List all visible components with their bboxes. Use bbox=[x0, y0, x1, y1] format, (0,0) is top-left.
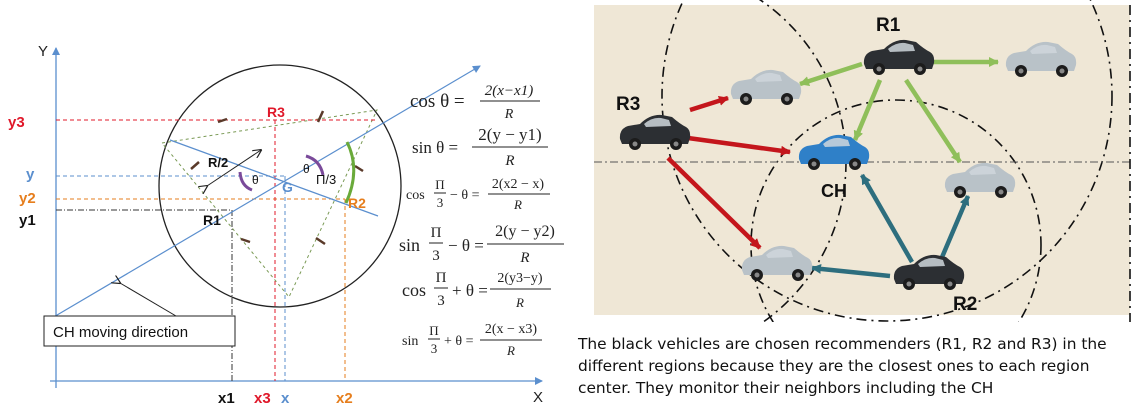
svg-text:R: R bbox=[513, 197, 522, 212]
formula-2: sin θ = 2(y − y1) R bbox=[412, 125, 548, 169]
formula-1: cos θ = 2(x−x1) R bbox=[410, 83, 540, 122]
r1-label: R1 bbox=[203, 212, 221, 228]
pi-third-arc bbox=[344, 141, 356, 204]
moving-direction-line bbox=[51, 65, 481, 319]
svg-text:R: R bbox=[515, 295, 524, 310]
svg-text:2(x − x3): 2(x − x3) bbox=[485, 322, 538, 337]
monitor-arrows bbox=[666, 57, 999, 279]
svg-text:Π: Π bbox=[436, 270, 447, 286]
formula-5: cos Π 3 + θ = 2(y3−y) R bbox=[402, 270, 551, 310]
ch-vehicle-label: CH bbox=[821, 181, 847, 201]
x-label: x bbox=[281, 390, 290, 407]
svg-text:3: 3 bbox=[437, 293, 445, 309]
region-circle bbox=[158, 64, 402, 308]
moving-direction-label: CH moving direction bbox=[53, 324, 188, 341]
svg-text:sin: sin bbox=[399, 235, 420, 255]
svg-text:− θ =: − θ = bbox=[450, 188, 480, 203]
pi-third-label: Π/3 bbox=[316, 172, 336, 187]
svg-text:− θ =: − θ = bbox=[448, 236, 484, 255]
formula-4: sin Π 3 − θ = 2(y − y2) R bbox=[399, 223, 564, 266]
svg-text:R: R bbox=[506, 343, 515, 358]
svg-text:3: 3 bbox=[437, 195, 444, 210]
formula-block: cos θ = 2(x−x1) R sin θ = 2(y − y1) R co… bbox=[399, 83, 564, 358]
svg-text:cos: cos bbox=[402, 280, 426, 300]
svg-text:2(y3−y): 2(y3−y) bbox=[497, 271, 543, 286]
y3-label: y3 bbox=[8, 114, 25, 131]
axis-y-label: Y bbox=[38, 43, 48, 60]
svg-text:cos: cos bbox=[406, 188, 425, 203]
r2-label: R2 bbox=[348, 195, 366, 211]
svg-text:2(y − y2): 2(y − y2) bbox=[495, 223, 555, 240]
svg-text:R: R bbox=[504, 153, 514, 169]
direction-pointer bbox=[120, 283, 177, 317]
y1-label: y1 bbox=[19, 212, 36, 229]
theta-arc-right bbox=[305, 154, 325, 176]
formula-3: cos Π 3 − θ = 2(x2 − x) R bbox=[406, 177, 550, 212]
dashed-triangle bbox=[161, 109, 378, 298]
svg-text:Π: Π bbox=[429, 323, 438, 338]
svg-text:Π: Π bbox=[431, 225, 442, 241]
svg-text:+ θ =: + θ = bbox=[444, 334, 474, 349]
theta-arc-left bbox=[238, 171, 253, 192]
triangle-tick-marks bbox=[190, 110, 364, 246]
moving-direction-box bbox=[43, 315, 236, 347]
svg-text:3: 3 bbox=[432, 248, 440, 264]
svg-text:Π: Π bbox=[435, 177, 444, 192]
figure-caption: The black vehicles are chosen recommende… bbox=[578, 335, 1107, 397]
x2-label: x2 bbox=[336, 390, 353, 407]
g-r2-line bbox=[169, 139, 379, 217]
svg-text:2(y − y1): 2(y − y1) bbox=[478, 125, 541, 144]
axis-x-label: X bbox=[533, 389, 543, 406]
theta-label-left: θ bbox=[252, 173, 259, 187]
svg-text:sin: sin bbox=[402, 334, 418, 349]
y-label: y bbox=[26, 166, 35, 183]
half-radius-label: R/2 bbox=[208, 155, 228, 170]
left-geometry-diagram: Y X R/2 bbox=[8, 43, 543, 407]
r3-vehicle-label: R3 bbox=[616, 94, 640, 115]
theta-label-right: θ bbox=[303, 162, 310, 176]
x3-label: x3 bbox=[254, 390, 271, 407]
svg-text:2(x−x1): 2(x−x1) bbox=[485, 83, 533, 99]
right-vehicle-diagram: R1 R3 R2 CH bbox=[594, 0, 1131, 322]
svg-text:+ θ =: + θ = bbox=[452, 281, 488, 300]
svg-text:sin θ =: sin θ = bbox=[412, 138, 458, 157]
y2-label: y2 bbox=[19, 190, 36, 207]
svg-text:2(x2 − x): 2(x2 − x) bbox=[492, 177, 545, 192]
r2-vehicle-label: R2 bbox=[953, 294, 977, 315]
r3-label: R3 bbox=[267, 104, 285, 120]
half-radius-arrow bbox=[207, 150, 261, 186]
svg-text:R: R bbox=[504, 107, 514, 122]
g-label: G bbox=[282, 179, 293, 195]
svg-text:R: R bbox=[519, 250, 529, 266]
svg-text:3: 3 bbox=[431, 341, 438, 356]
x1-label: x1 bbox=[218, 390, 235, 407]
svg-text:cos θ =: cos θ = bbox=[410, 91, 465, 112]
formula-6: sin Π 3 + θ = 2(x − x3) R bbox=[402, 322, 542, 358]
r1-vehicle-label: R1 bbox=[876, 15, 901, 36]
